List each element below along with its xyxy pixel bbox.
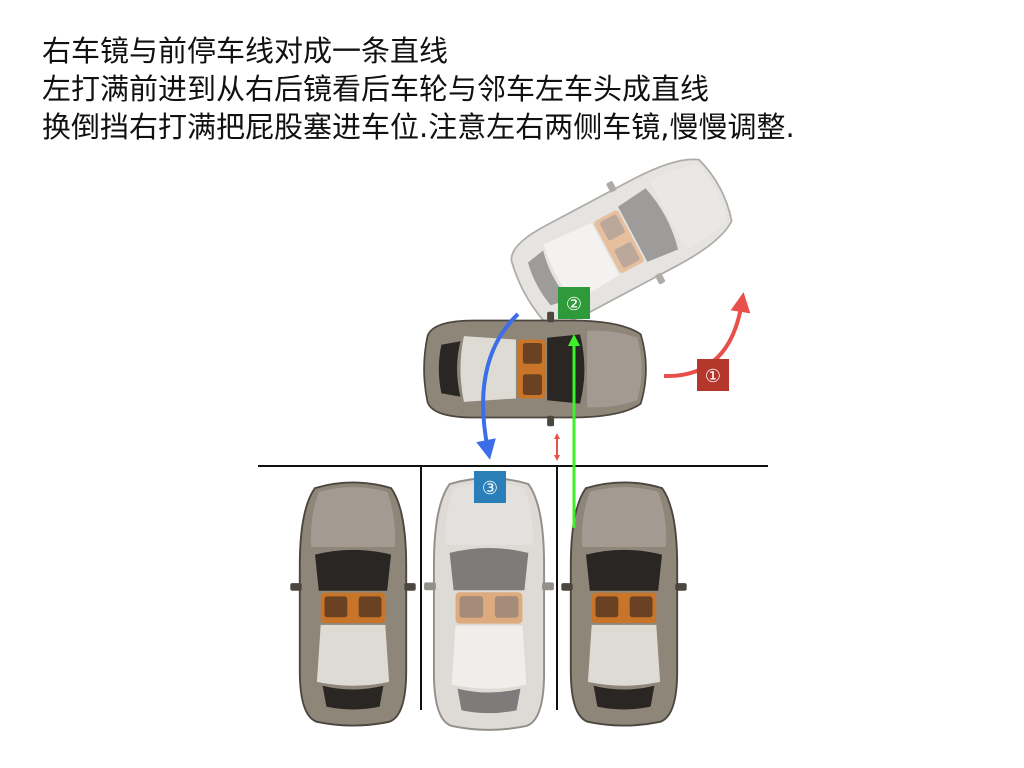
parked-car-left [289, 481, 417, 727]
car-step2-ghost [496, 136, 748, 344]
target-spot-car-ghost [423, 477, 555, 731]
blue-reverse-arrow [476, 312, 520, 460]
instruction-line-2: 左打满前进到从右后镜看后车轮与邻车左车头成直线 [42, 72, 710, 106]
step-badge-1-label: ① [705, 366, 721, 387]
step-badge-2-label: ② [566, 294, 582, 315]
parked-car-right [560, 481, 688, 727]
car-step1 [423, 310, 647, 428]
step-badge-3-label: ③ [482, 478, 498, 499]
instruction-text: 右车镜与前停车线对成一条直线 左打满前进到从右后镜看后车轮与邻车左车头成直线 换… [42, 32, 795, 146]
red-forward-arrow [663, 292, 751, 379]
instruction-line-1: 右车镜与前停车线对成一条直线 [42, 34, 449, 68]
instruction-line-3: 换倒挡右打满把屁股塞进车位.注意左右两侧车镜,慢慢调整. [42, 110, 795, 144]
step-badge-3: ③ [474, 471, 506, 503]
step-badge-2: ② [558, 287, 590, 319]
step-badge-1: ① [697, 359, 729, 391]
